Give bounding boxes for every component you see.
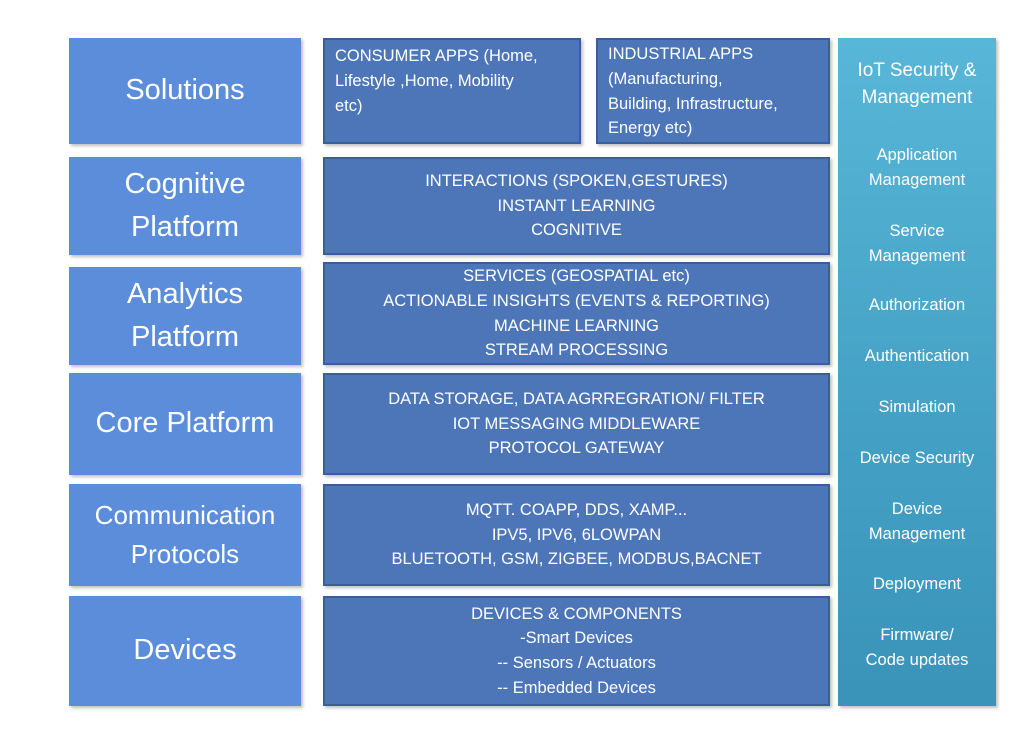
security-item-service-management: Service Management	[838, 219, 996, 269]
industrial-apps-box: INDUSTRIAL APPS (Manufacturing, Building…	[596, 38, 830, 144]
security-item-line: Management	[868, 170, 966, 189]
security-item-device-security: Device Security	[838, 446, 996, 471]
layer-label-devices: Devices	[69, 596, 301, 706]
core-platform-box: DATA STORAGE, DATA AGRREGRATION/ FILTER …	[323, 373, 830, 475]
layer-label-line: Devices	[133, 634, 237, 667]
industrial-apps-line: (Manufacturing,	[608, 69, 723, 88]
core-line: DATA STORAGE, DATA AGRREGRATION/ FILTER	[388, 389, 765, 408]
layer-label-line: Core Platform	[95, 407, 275, 440]
consumer-apps-box: CONSUMER APPS (Home, Lifestyle ,Home, Mo…	[323, 38, 581, 144]
security-item-line: Simulation	[878, 398, 956, 416]
security-item-line: Code updates	[865, 650, 969, 669]
core-line: PROTOCOL GATEWAY	[488, 439, 665, 458]
cognitive-line: INTERACTIONS (SPOKEN,GESTURES)	[425, 171, 728, 190]
security-item-simulation: Simulation	[838, 395, 996, 420]
layer-label-cognitive-platform: Cognitive Platform	[69, 157, 301, 255]
layer-label-line: Protocols	[130, 539, 240, 569]
layer-label-line: Solutions	[125, 74, 245, 107]
security-item-line: Deployment	[872, 575, 962, 593]
consumer-apps-line: etc)	[335, 96, 363, 115]
cognitive-line: COGNITIVE	[531, 221, 622, 240]
layer-label-communication-protocols: Communication Protocols	[69, 484, 301, 586]
devices-box: DEVICES & COMPONENTS -Smart Devices -- S…	[323, 596, 830, 706]
security-item-line: Authorization	[868, 296, 966, 314]
industrial-apps-line: INDUSTRIAL APPS	[608, 45, 754, 63]
security-item-line: Management	[868, 524, 966, 543]
security-item-deployment: Deployment	[838, 572, 996, 597]
security-item-device-management: Device Management	[838, 497, 996, 547]
security-item-line: Management	[868, 246, 966, 265]
devices-line: -- Sensors / Actuators	[497, 654, 656, 672]
consumer-apps-line: Lifestyle ,Home, Mobility	[335, 71, 514, 90]
industrial-apps-line: Energy etc)	[608, 119, 693, 138]
devices-line: -- Embedded Devices	[497, 678, 656, 697]
cognitive-platform-box: INTERACTIONS (SPOKEN,GESTURES) INSTANT L…	[323, 157, 830, 255]
analytics-line: ACTIONABLE INSIGHTS (EVENTS & REPORTING)	[383, 291, 770, 310]
layer-label-line: Platform	[131, 321, 239, 353]
layer-label-analytics-platform: Analytics Platform	[69, 267, 301, 365]
core-line: IOT MESSAGING MIDDLEWARE	[452, 414, 701, 433]
analytics-line: MACHINE LEARNING	[493, 316, 660, 335]
communication-line: BLUETOOTH, GSM, ZIGBEE, MODBUS,BACNET	[391, 550, 762, 569]
security-item-line: Authentication	[864, 347, 970, 365]
security-item-firmware-code-updates: Firmware/ Code updates	[838, 623, 996, 673]
communication-protocols-box: MQTT. COAPP, DDS, XAMP... IPV5, IPV6, 6L…	[323, 484, 830, 586]
security-item-line: Service	[889, 222, 945, 240]
security-item-application-management: Application Management	[838, 143, 996, 193]
layer-label-line: Analytics	[126, 277, 244, 310]
analytics-line: SERVICES (GEOSPATIAL etc)	[463, 267, 690, 285]
layer-label-line: Cognitive	[124, 167, 246, 200]
layer-label-solutions: Solutions	[69, 38, 301, 144]
devices-line: -Smart Devices	[520, 629, 633, 648]
industrial-apps-line: Building, Infrastructure,	[608, 94, 778, 113]
consumer-apps-line: CONSUMER APPS (Home,	[335, 47, 538, 65]
security-item-line: Firmware/	[880, 626, 954, 644]
layer-label-core-platform: Core Platform	[69, 373, 301, 475]
analytics-platform-box: SERVICES (GEOSPATIAL etc) ACTIONABLE INS…	[323, 262, 830, 365]
security-title-line: IoT Security &	[857, 60, 977, 81]
security-item-line: Device Security	[859, 449, 975, 467]
security-panel-title: IoT Security & Management	[838, 58, 996, 111]
communication-line: IPV5, IPV6, 6LOWPAN	[491, 525, 662, 544]
cognitive-line: INSTANT LEARNING	[497, 196, 656, 215]
iot-security-management-panel: IoT Security & Management Application Ma…	[838, 38, 996, 706]
analytics-line: STREAM PROCESSING	[484, 341, 669, 360]
security-title-line: Management	[861, 86, 973, 108]
security-item-authorization: Authorization	[838, 293, 996, 318]
communication-line: MQTT. COAPP, DDS, XAMP...	[465, 500, 688, 519]
layer-label-line: Communication	[94, 500, 276, 530]
devices-line: DEVICES & COMPONENTS	[471, 604, 682, 623]
security-item-authentication: Authentication	[838, 344, 996, 369]
layer-label-line: Platform	[131, 211, 239, 243]
security-item-line: Device	[891, 500, 943, 518]
security-item-line: Application	[876, 146, 958, 164]
